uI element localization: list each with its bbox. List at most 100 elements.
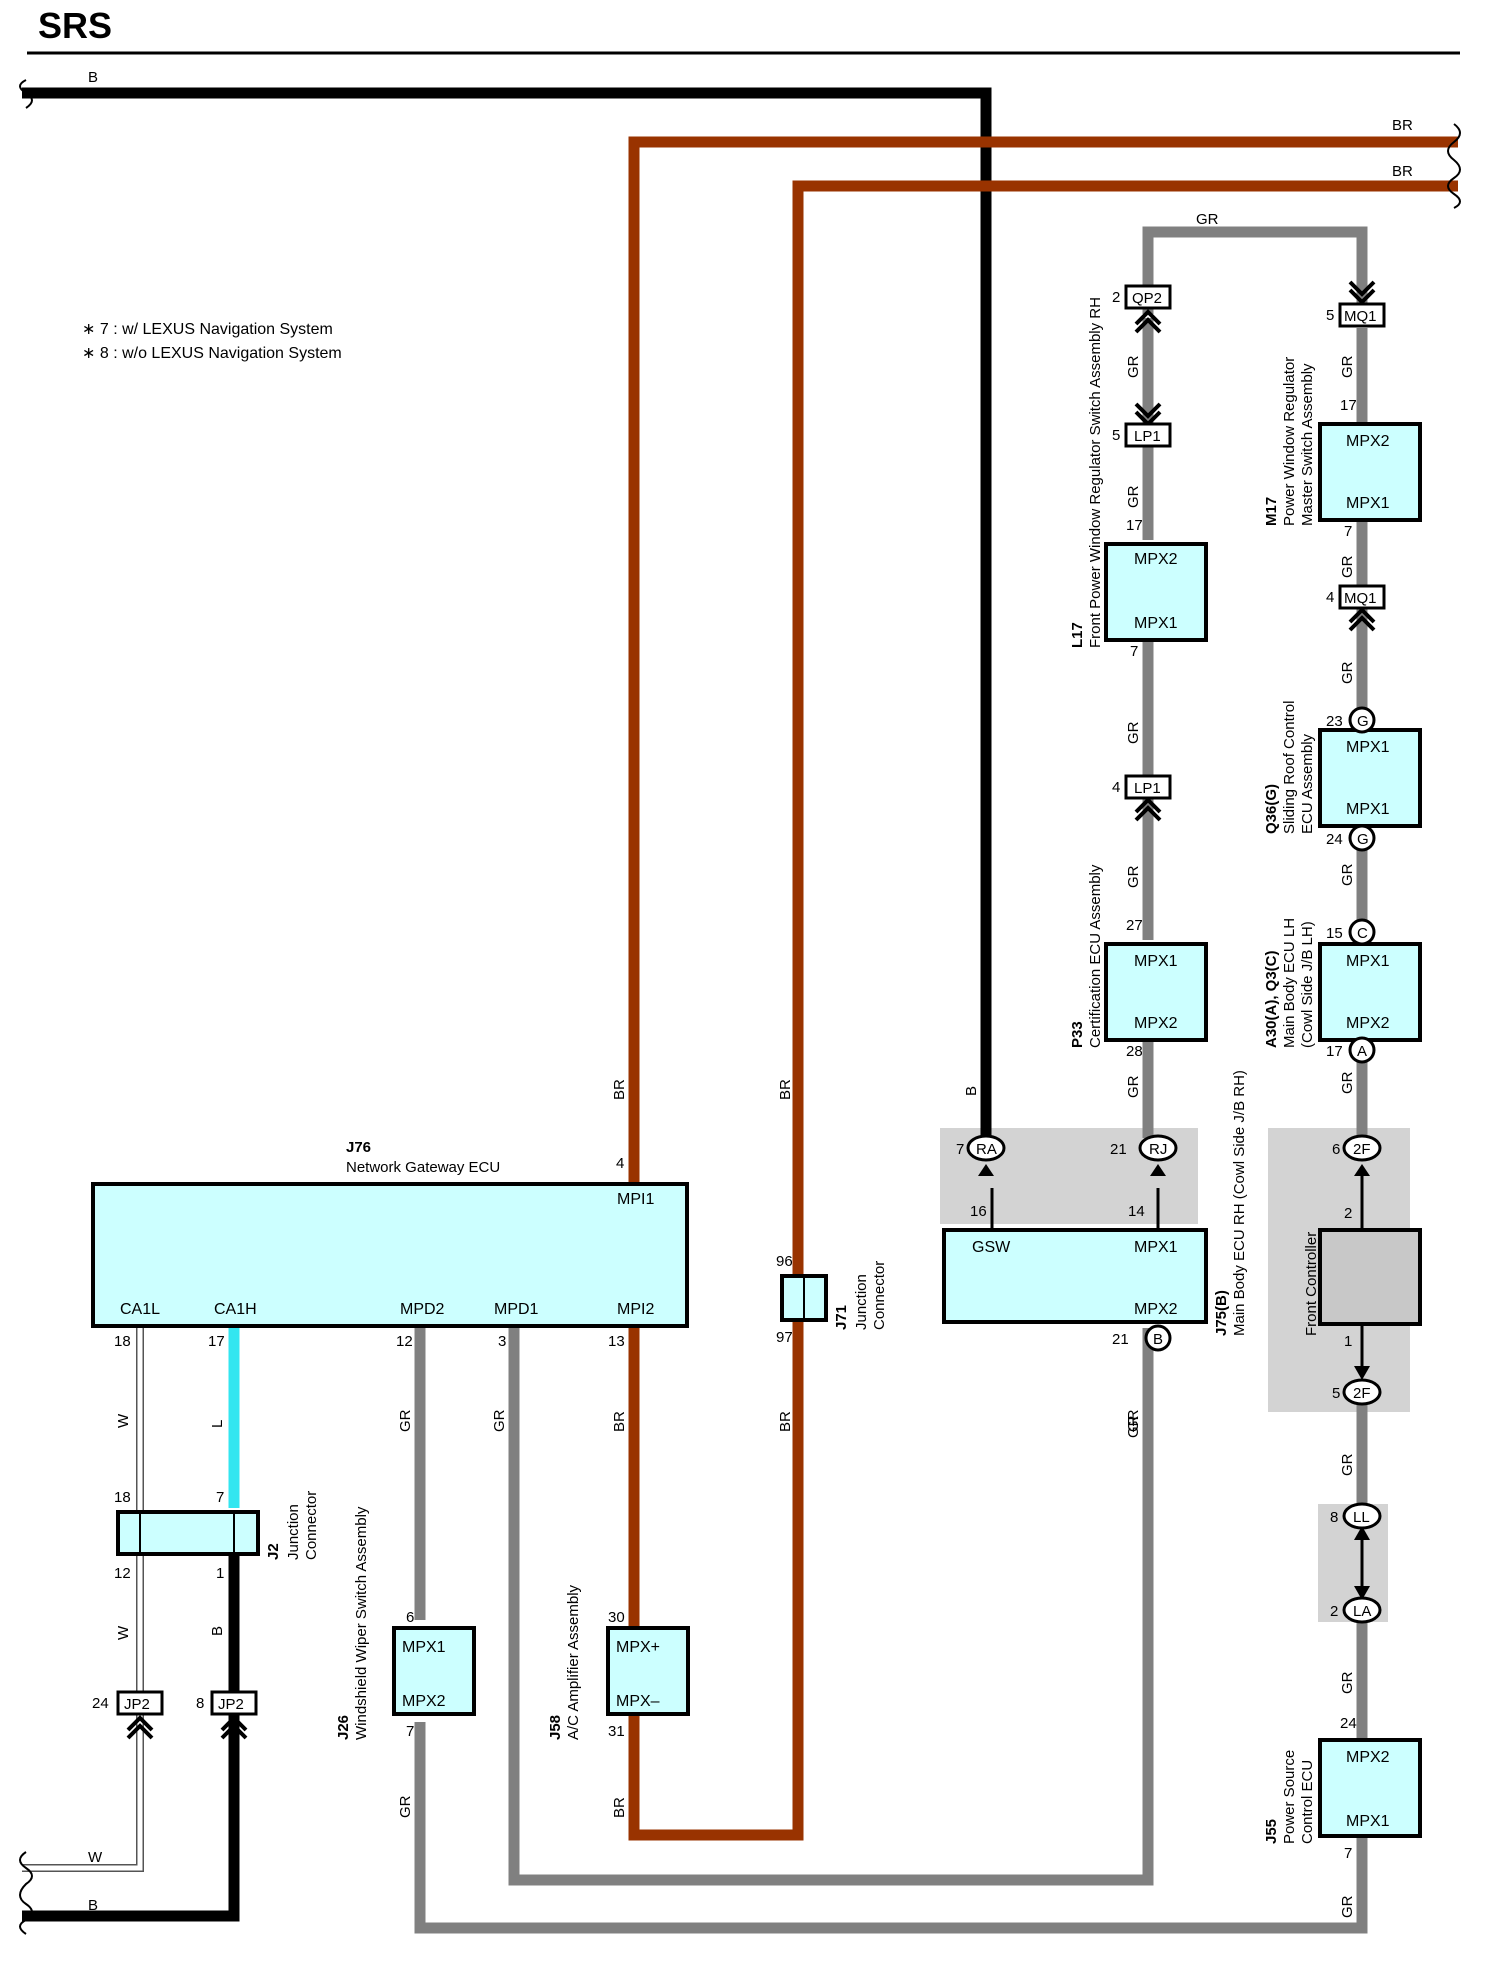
j71-code: J71 xyxy=(833,1305,850,1330)
pin-j2-12: 12 xyxy=(114,1565,131,1582)
pin-j55-7: 7 xyxy=(1344,1845,1352,1862)
p33-mpx1: MPX1 xyxy=(1134,953,1178,970)
connector-2f-a xyxy=(1342,1134,1382,1162)
p33-code: P33 xyxy=(1069,1021,1086,1048)
j71-name1: Junction xyxy=(853,1274,870,1330)
pin-ll-8: 8 xyxy=(1330,1509,1338,1526)
pin-g-24: 24 xyxy=(1326,831,1343,848)
connector-a-label: A xyxy=(1357,1043,1367,1060)
j76-mpd2: MPD2 xyxy=(400,1301,445,1318)
j75-name: Main Body ECU RH (Cowl Side J/B RH) xyxy=(1231,1070,1248,1336)
fc-lower-arrow xyxy=(1354,1366,1370,1380)
label-gr-j26: GR xyxy=(397,1795,414,1818)
ra-arrow xyxy=(978,1164,994,1176)
front-controller-name: Front Controller xyxy=(1303,1232,1320,1336)
pin-j26-7: 7 xyxy=(406,1723,414,1740)
chevron-up-icon xyxy=(1134,797,1162,822)
label-gr-r5: GR xyxy=(1339,1071,1356,1094)
note-wo-nav: ∗ 8 : w/o LEXUS Navigation System xyxy=(82,345,342,362)
m17-code: M17 xyxy=(1263,497,1280,526)
pin-p33-27: 27 xyxy=(1126,917,1143,934)
connector-la xyxy=(1342,1596,1382,1624)
a30-name2: (Cowl Side J/B LH) xyxy=(1299,921,1316,1048)
pin-p33-28: 28 xyxy=(1126,1043,1143,1060)
connector-rj-label: RJ xyxy=(1149,1141,1167,1158)
label-gr-mpd1: GR xyxy=(491,1409,508,1432)
j58-ac-amplifier-box xyxy=(606,1626,690,1716)
label-gr-r3: GR xyxy=(1339,661,1356,684)
pin-lp1-5: 5 xyxy=(1112,427,1120,444)
pin-j76-12: 12 xyxy=(396,1333,413,1350)
j75-main-body-ecu-rh-box xyxy=(942,1228,1208,1324)
pin-m17-7: 7 xyxy=(1344,523,1352,540)
a30-mpx2: MPX2 xyxy=(1346,1015,1390,1032)
pin-mq1-4: 4 xyxy=(1326,589,1334,606)
front-controller-box xyxy=(1318,1228,1422,1326)
j26-mpx1: MPX1 xyxy=(402,1639,446,1656)
connector-jp2-a-label: JP2 xyxy=(124,1696,150,1713)
connector-jp2-b-label: JP2 xyxy=(218,1696,244,1713)
j75-mpx2: MPX2 xyxy=(1134,1301,1178,1318)
label-w-bottom: W xyxy=(88,1849,103,1866)
j76-ca1h: CA1H xyxy=(214,1301,257,1318)
p33-mpx2: MPX2 xyxy=(1134,1015,1178,1032)
pin-j55-24: 24 xyxy=(1340,1715,1357,1732)
a30-main-body-ecu-lh-box xyxy=(1318,942,1422,1042)
connector-g-b xyxy=(1348,824,1376,852)
pin-g-23: 23 xyxy=(1326,713,1343,730)
pin-j76-4: 4 xyxy=(616,1155,624,1172)
q36-code: Q36(G) xyxy=(1263,784,1280,834)
wire-b-bottom xyxy=(22,1552,240,1922)
pin-rj-21: 21 xyxy=(1110,1141,1127,1158)
j76-ca1l: CA1L xyxy=(120,1301,160,1318)
a30-mpx1: MPX1 xyxy=(1346,953,1390,970)
label-b-2: B xyxy=(209,1626,226,1636)
connector-la-label: LA xyxy=(1353,1603,1371,1620)
connector-b xyxy=(1144,1324,1172,1352)
j55-mpx2: MPX2 xyxy=(1346,1749,1390,1766)
m17-name1: Power Window Regulator xyxy=(1281,357,1298,526)
pin-a-17: 17 xyxy=(1326,1043,1343,1060)
j26-wiper-switch-box xyxy=(392,1626,476,1716)
label-gr-r4: GR xyxy=(1339,863,1356,886)
connector-lp1-a xyxy=(1124,422,1172,448)
pin-c-15: 15 xyxy=(1326,925,1343,942)
p33-name: Certification ECU Assembly xyxy=(1087,864,1104,1048)
label-gr-r2: GR xyxy=(1339,555,1356,578)
label-b-v: B xyxy=(963,1086,980,1096)
pin-2f-6: 6 xyxy=(1332,1141,1340,1158)
pin-j75-16: 16 xyxy=(970,1203,987,1220)
j75-gsw: GSW xyxy=(972,1239,1011,1256)
connector-lp1-b-label: LP1 xyxy=(1134,780,1161,797)
connector-2f-b-label: 2F xyxy=(1353,1385,1371,1402)
label-gr-l3: GR xyxy=(1125,721,1142,744)
label-br-v1: BR xyxy=(611,1079,628,1100)
wire-gr-mpd1 xyxy=(508,1314,1154,1886)
label-br-v2: BR xyxy=(777,1079,794,1100)
connector-2f-b xyxy=(1342,1378,1382,1406)
label-gr-l2: GR xyxy=(1125,485,1142,508)
j55-power-source-ecu-box xyxy=(1318,1738,1422,1838)
wire-b-top xyxy=(22,87,992,1138)
label-br-1: BR xyxy=(1392,117,1413,134)
q36-mpx1a: MPX1 xyxy=(1346,739,1390,756)
label-br-mpi2: BR xyxy=(611,1411,628,1432)
ll-arrow xyxy=(1354,1526,1370,1540)
j58-mpxp: MPX+ xyxy=(616,1639,660,1656)
label-gr-top: GR xyxy=(1196,211,1219,228)
l17-name: Front Power Window Regulator Switch Asse… xyxy=(1087,297,1104,648)
wire-gr-top xyxy=(1142,226,1368,314)
label-gr-mpd2: GR xyxy=(397,1409,414,1432)
pin-j71-96: 96 xyxy=(776,1253,793,1270)
connector-qp2 xyxy=(1124,284,1172,310)
label-w-2: W xyxy=(115,1625,132,1640)
j71-name2: Connector xyxy=(871,1261,888,1330)
network-gateway-ecu-box xyxy=(91,1182,689,1328)
label-br-2: BR xyxy=(1392,163,1413,180)
q36-mpx1b: MPX1 xyxy=(1346,801,1390,818)
pin-j76-18: 18 xyxy=(114,1333,131,1350)
connector-g-a xyxy=(1348,706,1376,734)
break-mark-br xyxy=(1447,123,1461,209)
pin-l17-7: 7 xyxy=(1130,643,1138,660)
